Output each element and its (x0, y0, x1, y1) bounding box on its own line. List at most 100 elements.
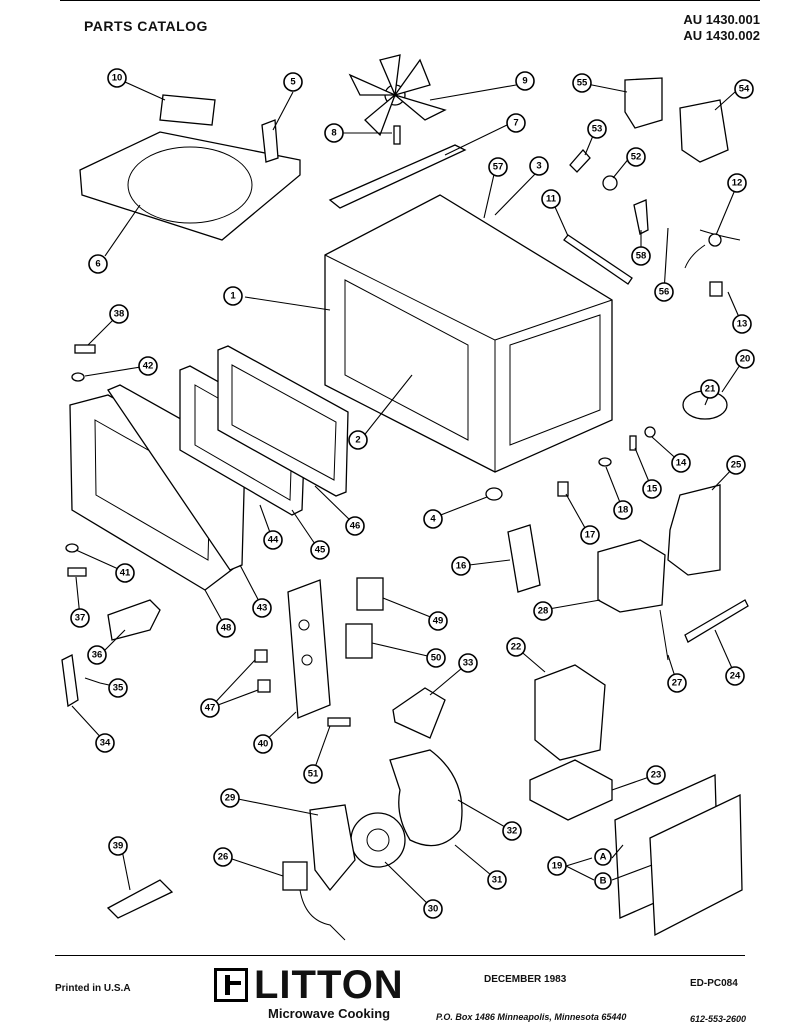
callout-36: 36 (87, 645, 107, 665)
svg-text:58: 58 (636, 251, 647, 262)
part-39-harness (106, 879, 174, 919)
callout-24: 24 (725, 666, 745, 686)
svg-text:25: 25 (731, 460, 742, 471)
callout-10: 10 (107, 68, 127, 88)
svg-text:23: 23 (651, 770, 662, 781)
part-17-part (557, 481, 569, 497)
part-1-cabinet (324, 194, 613, 473)
callout-6: 6 (88, 254, 108, 274)
part-31-blower-housing (389, 749, 463, 847)
part-40-control-panel (287, 579, 331, 719)
top-rule (60, 0, 760, 1)
callout-44: 44 (263, 530, 283, 550)
part-28-magnetron (597, 539, 666, 613)
callout-19: 19 (547, 856, 567, 876)
svg-text:24: 24 (730, 671, 741, 682)
part-52-part (602, 175, 618, 191)
callout-37: 37 (70, 608, 90, 628)
callout-58: 58 (631, 246, 651, 266)
svg-text:27: 27 (672, 678, 683, 689)
callout-57: 57 (488, 157, 508, 177)
callout-46: 46 (345, 516, 365, 536)
callout-18: 18 (613, 500, 633, 520)
svg-text:A: A (600, 852, 607, 863)
callout-34: 34 (95, 733, 115, 753)
part-7-rail (328, 144, 467, 209)
svg-text:39: 39 (113, 841, 124, 852)
svg-text:35: 35 (113, 683, 124, 694)
callout-56: 56 (654, 282, 674, 302)
callout-50: 50 (426, 648, 446, 668)
callout-2: 2 (348, 430, 368, 450)
svg-text:30: 30 (428, 904, 439, 915)
callout-45: 45 (310, 540, 330, 560)
svg-text:8: 8 (331, 128, 336, 139)
svg-text:44: 44 (268, 535, 279, 546)
part-6-top-plate (79, 131, 301, 241)
svg-text:9: 9 (522, 76, 527, 87)
svg-text:26: 26 (218, 852, 229, 863)
part-47-knob (257, 679, 271, 693)
document-code: ED-PC084 (690, 978, 738, 989)
part-54-box (679, 99, 729, 163)
callout-49: 49 (428, 611, 448, 631)
part-46-gasket (217, 345, 349, 497)
part-41-clip (65, 543, 79, 553)
part-18-part (598, 457, 612, 467)
callout-53: 53 (587, 119, 607, 139)
model-number: AU 1430.001 (683, 12, 760, 27)
svg-text:57: 57 (493, 162, 504, 173)
callout-B: B (594, 872, 612, 890)
part-33-bracket (392, 687, 446, 739)
part-43-door-panel (107, 384, 246, 571)
svg-text:40: 40 (258, 739, 269, 750)
part-25-duct (667, 484, 721, 576)
svg-text:B: B (600, 876, 607, 887)
svg-text:28: 28 (538, 606, 549, 617)
mailing-address: P.O. Box 1486 Minneapolis, Minnesota 654… (436, 1012, 627, 1022)
callout-41: 41 (115, 563, 135, 583)
svg-text:41: 41 (120, 568, 131, 579)
part-23-box (529, 759, 613, 821)
part-11-bar (563, 234, 633, 285)
svg-text:17: 17 (585, 530, 596, 541)
callout-13: 13 (732, 314, 752, 334)
svg-text:10: 10 (112, 73, 123, 84)
svg-text:3: 3 (536, 161, 541, 172)
callout-43: 43 (252, 598, 272, 618)
brand-subtitle: Microwave Cooking (268, 1006, 391, 1021)
svg-text:53: 53 (592, 124, 603, 135)
part-34-arm (61, 654, 79, 708)
svg-text:5: 5 (290, 77, 296, 88)
callout-4: 4 (423, 509, 443, 529)
svg-text:11: 11 (546, 194, 557, 205)
svg-text:31: 31 (492, 875, 503, 886)
callout-35: 35 (108, 678, 128, 698)
part-4-roller (485, 487, 503, 501)
part-15-part (629, 435, 637, 451)
part-47-knob (254, 649, 268, 663)
svg-text:54: 54 (739, 84, 750, 95)
callout-7: 7 (506, 113, 526, 133)
svg-text:45: 45 (315, 545, 326, 556)
catalog-title: PARTS CATALOG (84, 18, 208, 34)
litton-logo: LITTON (214, 963, 404, 1007)
part-9-fan-blade (348, 54, 447, 137)
callout-14: 14 (671, 453, 691, 473)
svg-text:33: 33 (463, 658, 474, 669)
callout-32: 32 (502, 821, 522, 841)
callout-11: 11 (541, 189, 561, 209)
callout-23: 23 (646, 765, 666, 785)
part-36-latch (107, 599, 161, 641)
svg-text:6: 6 (95, 259, 100, 270)
svg-text:42: 42 (143, 361, 154, 372)
callout-40: 40 (253, 734, 273, 754)
brand-name: LITTON (254, 963, 404, 1007)
svg-text:34: 34 (100, 738, 111, 749)
svg-text:51: 51 (308, 769, 319, 780)
part-30-fan-wheel (350, 812, 406, 868)
callout-17: 17 (580, 525, 600, 545)
svg-text:4: 4 (430, 514, 436, 525)
part-13-switch (709, 281, 723, 297)
callout-22: 22 (506, 637, 526, 657)
